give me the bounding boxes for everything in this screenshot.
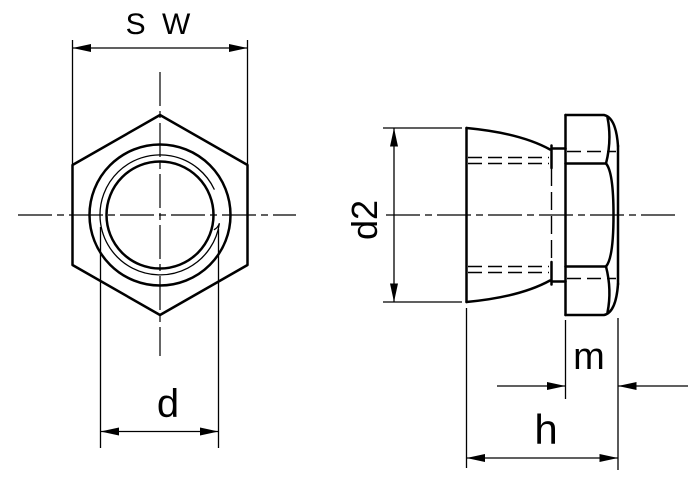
collar-bottom-curve <box>465 279 552 304</box>
h-label: h <box>534 406 557 453</box>
h-arrow-left-icon <box>466 454 485 462</box>
hex-chamfer-arc-middle <box>604 162 615 268</box>
h-dimension: h <box>465 308 618 468</box>
d-dimension: d <box>99 227 220 448</box>
hex-profile <box>564 113 620 317</box>
thread-arc <box>99 154 221 276</box>
chamfer-circle <box>88 143 232 287</box>
hex-bottom-edge <box>564 282 620 317</box>
d2-dimension: d2 <box>344 127 462 303</box>
thread-arc-hook <box>213 223 221 231</box>
d-label: d <box>157 382 179 426</box>
m-dimension: m <box>497 318 688 470</box>
sw-arrow-right-icon <box>229 44 248 52</box>
sw-dimension: S W <box>71 8 249 165</box>
d2-label: d2 <box>344 200 385 240</box>
front-view: S W d <box>18 8 296 448</box>
m-label: m <box>573 336 605 378</box>
d2-arrow-bottom-icon <box>390 283 398 302</box>
h-arrow-right-icon <box>599 454 618 462</box>
hex-top-edge <box>564 113 620 148</box>
hex-chamfer-arc-bottom <box>604 265 611 314</box>
sw-label: S W <box>126 8 195 41</box>
bore-circle <box>105 160 215 270</box>
side-view: d2 m h <box>344 113 688 470</box>
collar-top-curve <box>465 126 552 151</box>
d-arrow-left-icon <box>100 427 119 436</box>
collar-profile <box>465 126 567 304</box>
m-arrow-right-icon <box>618 382 637 390</box>
sw-arrow-left-icon <box>72 44 91 52</box>
d2-arrow-top-icon <box>390 128 398 147</box>
hex-chamfer-arc-top <box>604 116 611 165</box>
d-arrow-right-icon <box>200 427 219 436</box>
m-arrow-left-icon <box>547 382 566 390</box>
